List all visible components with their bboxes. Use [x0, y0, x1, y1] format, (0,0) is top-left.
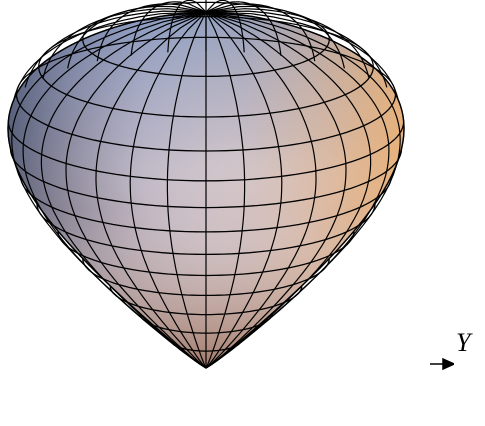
y-axis-label: Y	[456, 328, 471, 357]
meridian-line	[205, 1, 282, 56]
meridian-line	[205, 10, 388, 88]
meridian-line	[166, 11, 207, 369]
meridian-line	[205, 11, 372, 369]
axis-arrow-icon	[430, 358, 454, 370]
meridian-line	[24, 10, 207, 88]
meridian-line	[65, 11, 207, 369]
meridian-line	[205, 11, 399, 99]
meridian-line	[205, 11, 401, 369]
surface-outline	[7, 11, 405, 369]
meridian-line	[95, 11, 207, 369]
mesh-lines	[7, 0, 405, 369]
meridian-line	[205, 11, 246, 369]
meridian-line	[205, 11, 283, 369]
meridian-line	[129, 11, 207, 369]
meridian-line	[205, 11, 317, 369]
meridian-line	[96, 3, 207, 62]
meridian-line	[167, 0, 207, 53]
meridian-line	[205, 11, 347, 369]
meridian-line	[205, 3, 316, 62]
meridian-line	[13, 11, 207, 99]
meridian-line	[40, 11, 207, 369]
meridian-line	[205, 0, 245, 53]
